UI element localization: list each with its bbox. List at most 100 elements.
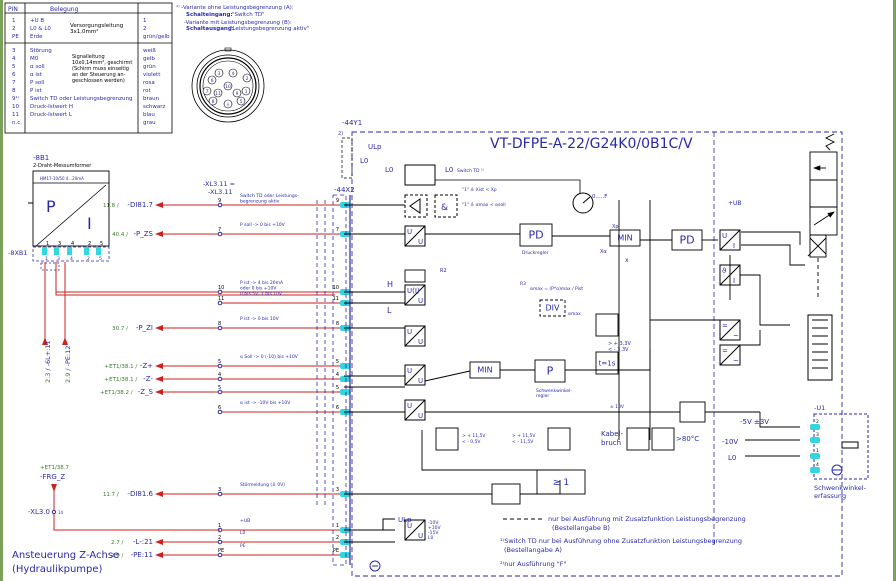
sensor-caption: Schwenkwinkel-erfassung	[814, 484, 867, 500]
converter-pist-out: U	[418, 297, 423, 305]
schmitt-trigger-b	[547, 427, 571, 451]
div-block	[539, 299, 566, 317]
signal-name: -P_ZI	[136, 324, 153, 332]
schmitt-trigger-cable	[626, 427, 650, 451]
connector-pin	[228, 68, 238, 78]
psu-output: -10V	[428, 520, 439, 526]
transducer-pin: 5	[100, 241, 103, 247]
pin-name: Erde	[30, 34, 43, 40]
label-xalpha: Xα	[600, 249, 607, 255]
schmitt-trigger-a	[435, 427, 459, 451]
opto-l0-out: L0	[445, 166, 453, 174]
pin-color: braun	[143, 96, 160, 102]
terminal-8xb1-label: 3	[57, 256, 60, 262]
module-title: VT-DFPE-A-22/G24K0/0B1C/V	[490, 136, 693, 152]
terminal-xl3-11-pin: 8	[218, 321, 221, 327]
signal-arrow	[155, 539, 163, 545]
footnote-2-mark: 2)	[338, 131, 343, 137]
converter-dc-ac-1-in: =	[722, 322, 728, 330]
pin-number: 3	[12, 48, 16, 54]
pin-number: 4	[12, 56, 16, 62]
terminal-xl3-11-pin: 3	[218, 487, 221, 493]
threshold-33: > + 3,3V< - 3,3V	[608, 341, 632, 353]
converter-pist-diagonal	[404, 284, 426, 306]
pin-name: Druck-Istwert L	[30, 112, 73, 118]
frg-ref: +ET1/38.7	[40, 465, 70, 471]
converter-alpha-soll-out: U	[418, 377, 423, 385]
terminal-xl3-11	[217, 202, 223, 208]
label-alpha-max: αmax	[568, 312, 581, 317]
connector-pin-label: 9	[236, 91, 239, 97]
footnote-variant-a: ¹⁾ -Variante ohne Leistungsbegrenzung (A…	[176, 4, 294, 11]
connector-pin-label: 7	[206, 89, 209, 95]
signal-name: -P_ZS	[134, 230, 154, 238]
terminal-u1	[810, 437, 820, 443]
transducer-pin: 1	[46, 241, 49, 247]
converter-psu-diagonal	[404, 519, 426, 541]
pin-number: 1	[12, 18, 16, 24]
terminal-xl3-11	[217, 376, 223, 382]
connector-pin	[202, 86, 212, 96]
terminal-xl3-11	[217, 552, 223, 558]
connector-pin-label: 10	[225, 84, 231, 90]
terminal-u1-pin: 4	[816, 462, 819, 468]
frame-border-right	[893, 0, 896, 581]
connector-pin	[207, 75, 217, 85]
transducer-wires: 2.3 / -6L+:11 2.9 / -PE:12	[42, 262, 335, 383]
p-caption: Schwenkwinkel-regler	[536, 388, 572, 399]
schmitt-trigger-temp	[651, 427, 675, 451]
converter-alpha-soll-diagonal	[404, 364, 426, 386]
terminal-44x2-pin: 5	[336, 385, 339, 391]
label-l0-right: L0	[728, 454, 736, 462]
signal-name: -Z-	[143, 375, 153, 383]
label-minus5v: -5V ±3V	[740, 418, 769, 426]
pin-name: +U B	[30, 18, 44, 24]
signal-ref: 30.7 /	[112, 326, 128, 332]
min-block-1-label: MIN	[617, 234, 632, 243]
frg-name: -FRG_Z	[40, 473, 65, 481]
pin-name: L0 & L0	[30, 26, 51, 32]
pin-color: grün/gelb	[143, 34, 170, 40]
footnote-key-b: Schaltausgang:	[186, 26, 234, 32]
pin-group-desc: an der Steuerung an-	[72, 72, 126, 78]
transducer-pin: 3	[58, 241, 61, 247]
terminal-44x2	[340, 552, 350, 558]
terminal-xl3-11	[217, 325, 223, 331]
converter-psoll-diagonal	[404, 225, 426, 247]
terminal-xl3-11-pin: 4	[218, 372, 221, 378]
terminal-44x2-pin: 8	[336, 321, 339, 327]
pin-name: Störung	[30, 48, 52, 54]
signal-name: -DI81.7	[127, 201, 153, 209]
signal-description: Switch TD oder Leistungs-begrenzung akti…	[240, 193, 299, 205]
terminal-xl3-11-pin: 10	[218, 285, 224, 291]
swashplate-actuator	[807, 314, 833, 381]
terminal-44x2	[340, 389, 350, 395]
terminal-44x2-pin: 11	[333, 296, 339, 302]
converter-alpha-ist-in: U	[407, 402, 412, 410]
pin-color: violett	[143, 72, 161, 78]
pin-number: 7	[12, 80, 16, 86]
signal-arrow	[155, 363, 163, 369]
terminal-xl3-11-pin: 6	[218, 405, 221, 411]
footnote-val-a: "Switch TD"	[232, 12, 265, 18]
footnote-variant-b: -Variante mit Leistungsbegrenzung (B):	[184, 20, 292, 26]
xl3-11-header-2: -XL3.11	[208, 188, 233, 196]
frame-border-left	[0, 0, 3, 581]
converter-alpha-ist-diagonal	[404, 399, 426, 421]
transducer-model: HM17-10/50 4...20mA	[40, 176, 84, 181]
converter-psoll-out: U	[418, 238, 423, 246]
connector-pin-label: 4	[232, 71, 235, 77]
terminal-xl3-11-pin: 9	[218, 198, 221, 204]
terminal-u1	[810, 467, 820, 473]
timer-label: 0.....F	[592, 194, 607, 200]
converter-temp-out: I	[733, 277, 735, 285]
signal-ref: +ET1/38.1 /	[105, 364, 138, 370]
amplifier-module: -44Y1 2) ULp L0 VT-DFPE-A-22/G24K0/0B1C/…	[338, 119, 843, 577]
terminal-xl3-11	[217, 491, 223, 497]
footnote-key-a: Schalteingang:	[186, 12, 233, 18]
converter-dc-ac-2-out: ~	[733, 357, 739, 365]
pin-color: 1	[143, 18, 147, 24]
connector-pin-label: 2	[246, 76, 249, 82]
